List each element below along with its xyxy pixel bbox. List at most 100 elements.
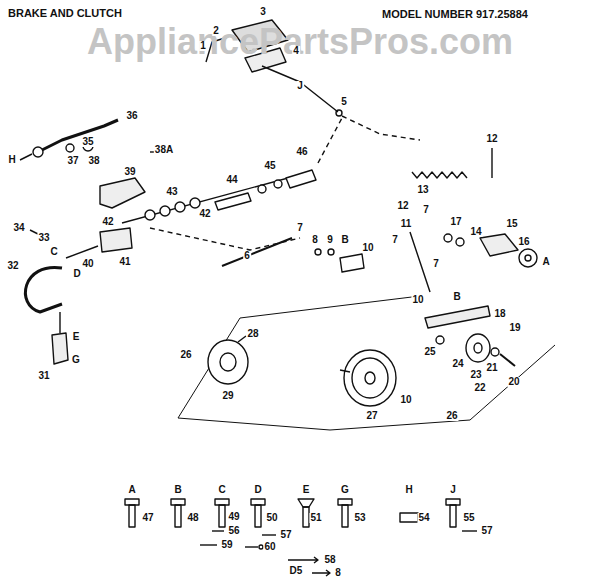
callout-label: 35 bbox=[81, 137, 94, 147]
lever bbox=[38, 120, 118, 152]
callout-label: 47 bbox=[141, 513, 154, 523]
control-rod bbox=[262, 66, 338, 112]
bracket bbox=[480, 234, 518, 256]
callout-label: 10 bbox=[399, 395, 412, 405]
washer bbox=[190, 198, 200, 208]
spring bbox=[412, 172, 467, 178]
callout-label: 13 bbox=[416, 185, 429, 195]
callout-label: H bbox=[7, 155, 16, 165]
callout-label: 5 bbox=[340, 97, 348, 107]
callout-label: 50 bbox=[265, 513, 278, 523]
arrow bbox=[20, 154, 32, 160]
callout-label: 22 bbox=[473, 383, 486, 393]
callout-label: 53 bbox=[353, 513, 366, 523]
washer bbox=[160, 206, 170, 216]
watermark: AppliancePartsPros.com bbox=[86, 24, 514, 60]
callout-label: 42 bbox=[101, 217, 114, 227]
pulley bbox=[344, 350, 396, 406]
brake-hook bbox=[52, 333, 68, 364]
callout-label: 28 bbox=[246, 329, 259, 339]
callout-label: G bbox=[340, 485, 350, 495]
callout-label: 56 bbox=[227, 526, 240, 536]
nut bbox=[456, 238, 464, 246]
callout-label: 44 bbox=[225, 175, 238, 185]
brake-block bbox=[100, 228, 132, 252]
callout-label: 23 bbox=[469, 370, 482, 380]
callout-label: 60 bbox=[263, 542, 276, 552]
callout-label: 9 bbox=[326, 235, 334, 245]
callout-label: 26 bbox=[179, 350, 192, 360]
callout-label: 58 bbox=[323, 555, 336, 565]
nut bbox=[436, 336, 444, 344]
rod bbox=[222, 238, 292, 266]
callout-label: J bbox=[296, 81, 304, 91]
callout-label: 57 bbox=[480, 526, 493, 536]
diagram-title: BRAKE AND CLUTCH bbox=[8, 8, 122, 19]
callout-label: H bbox=[404, 485, 413, 495]
washer bbox=[491, 348, 499, 356]
idler-wheel bbox=[519, 249, 537, 267]
callout-label: D bbox=[253, 485, 262, 495]
callout-label: 46 bbox=[295, 147, 308, 157]
hub bbox=[474, 343, 482, 353]
callout-label: 51 bbox=[309, 513, 322, 523]
bolt bbox=[500, 354, 515, 366]
callout-label: 4 bbox=[292, 46, 300, 56]
callout-label: A bbox=[541, 257, 550, 267]
callout-label: 3 bbox=[259, 7, 267, 17]
callout-label: 2 bbox=[212, 26, 220, 36]
callout-label: 1 bbox=[199, 41, 207, 51]
callout-label: 38 bbox=[87, 156, 100, 166]
nut bbox=[274, 180, 282, 188]
callout-label: A bbox=[127, 485, 136, 495]
washer bbox=[328, 249, 334, 255]
callout-label: 21 bbox=[485, 363, 498, 373]
callout-label: 41 bbox=[118, 257, 131, 267]
callout-label: G bbox=[71, 355, 81, 365]
key bbox=[238, 336, 246, 342]
callout-label: 29 bbox=[221, 391, 234, 401]
callout-label: 7 bbox=[432, 259, 440, 269]
hub bbox=[365, 372, 375, 384]
callout-label: 8 bbox=[311, 235, 319, 245]
callout-label: 26 bbox=[445, 411, 458, 421]
callout-label: 42 bbox=[198, 209, 211, 219]
callout-label: 15 bbox=[505, 219, 518, 229]
callout-label: 38A bbox=[154, 145, 174, 155]
callout-label: 24 bbox=[451, 359, 464, 369]
callout-label: 55 bbox=[462, 513, 475, 523]
callout-label: 59 bbox=[220, 540, 233, 550]
callout-label: D5 bbox=[289, 566, 304, 576]
callout-label: 49 bbox=[227, 512, 240, 522]
callout-label: 12 bbox=[485, 134, 498, 144]
callout-label: 18 bbox=[493, 309, 506, 319]
callout-label: 45 bbox=[263, 161, 276, 171]
tube bbox=[215, 193, 251, 210]
lever-eye bbox=[33, 147, 43, 157]
plate bbox=[425, 306, 490, 328]
callout-label: 25 bbox=[423, 347, 436, 357]
callout-label: 16 bbox=[517, 237, 530, 247]
callout-label: 37 bbox=[66, 156, 79, 166]
callout-label: 17 bbox=[449, 217, 462, 227]
callout-label: E bbox=[302, 485, 311, 495]
callout-label: 10 bbox=[361, 243, 374, 253]
callout-label: 36 bbox=[125, 111, 138, 121]
pulley bbox=[466, 334, 490, 362]
callout-label: 43 bbox=[165, 187, 178, 197]
callout-label: 19 bbox=[508, 323, 521, 333]
rod bbox=[410, 232, 430, 292]
callout-label: 31 bbox=[37, 371, 50, 381]
hub bbox=[220, 353, 236, 371]
dashed-leader bbox=[318, 118, 342, 163]
bracket bbox=[100, 178, 145, 208]
callout-label: B bbox=[340, 235, 349, 245]
callout-label: J bbox=[449, 485, 457, 495]
washer bbox=[145, 210, 155, 220]
nut bbox=[444, 234, 452, 242]
hub bbox=[525, 255, 531, 261]
callout-label: C bbox=[217, 485, 226, 495]
washer bbox=[175, 202, 185, 212]
callout-label: 12 bbox=[396, 201, 409, 211]
